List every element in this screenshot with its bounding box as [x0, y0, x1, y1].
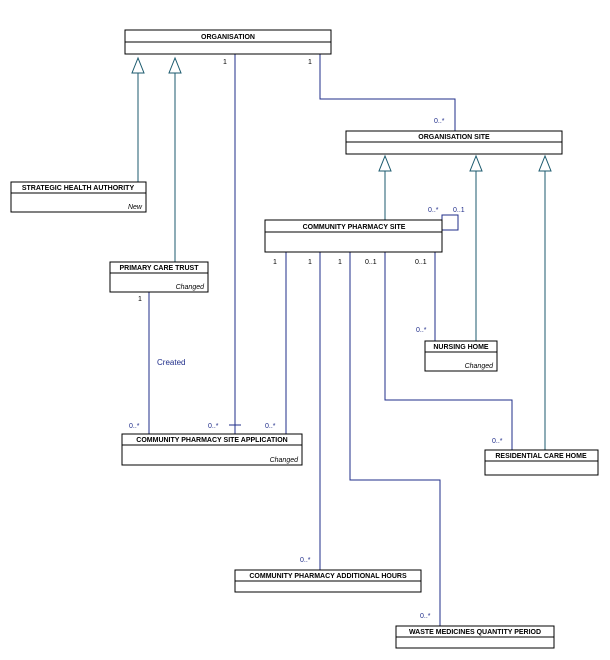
class-name: STRATEGIC HEALTH AUTHORITY: [22, 185, 135, 192]
multiplicity: 0..*: [129, 423, 140, 430]
class-stereotype: New: [128, 204, 143, 211]
generalization-arrowhead: [469, 154, 483, 172]
class-name: COMMUNITY PHARMACY SITE APPLICATION: [136, 437, 287, 444]
class-residential-care-home[interactable]: RESIDENTIAL CARE HOME: [484, 449, 599, 476]
multiplicity: 0..*: [420, 613, 431, 620]
class-primary-care-trust[interactable]: PRIMARY CARE TRUST Changed: [109, 261, 209, 293]
multiplicity: 0..*: [208, 423, 219, 430]
multiplicity: 1: [308, 59, 312, 66]
multiplicity: 0..*: [428, 207, 439, 214]
class-nursing-home[interactable]: NURSING HOME Changed: [424, 340, 498, 372]
class-community-pharmacy-additional-hours[interactable]: COMMUNITY PHARMACY ADDITIONAL HOURS: [234, 569, 422, 593]
class-stereotype: Changed: [465, 363, 495, 370]
generalization-arrowhead: [538, 154, 552, 172]
class-name: RESIDENTIAL CARE HOME: [495, 453, 587, 460]
multiplicity: 0..*: [265, 423, 276, 430]
multiplicity: 1: [273, 259, 277, 266]
association-label: Created: [157, 358, 185, 367]
class-name: PRIMARY CARE TRUST: [120, 265, 200, 272]
class-name: WASTE MEDICINES QUANTITY PERIOD: [409, 629, 541, 636]
multiplicity: 0..1: [415, 259, 427, 266]
multiplicity: 0..*: [434, 118, 445, 125]
class-name: ORGANISATION SITE: [418, 134, 490, 141]
association-cps-self: [441, 214, 459, 231]
class-strategic-health-authority[interactable]: STRATEGIC HEALTH AUTHORITY New: [10, 181, 147, 213]
multiplicity: 0..*: [492, 438, 503, 445]
class-stereotype: Changed: [270, 457, 300, 464]
generalization-arrowhead: [378, 154, 392, 172]
class-community-pharmacy-site[interactable]: COMMUNITY PHARMACY SITE: [264, 219, 443, 253]
class-name: COMMUNITY PHARMACY SITE: [303, 224, 406, 231]
class-organisation-site[interactable]: ORGANISATION SITE: [345, 130, 563, 155]
multiplicity: 0..1: [365, 259, 377, 266]
class-name: NURSING HOME: [433, 344, 489, 351]
multiplicity: 0..*: [416, 327, 427, 334]
class-name: ORGANISATION: [201, 34, 255, 41]
multiplicity: 1: [138, 296, 142, 303]
association-cps-to-waste-medicines: [349, 252, 441, 626]
association-organisation-to-site: [319, 54, 456, 131]
multiplicity: 1: [223, 59, 227, 66]
association-cps-to-residential-care-home: [384, 252, 513, 450]
generalization-arrowhead: [168, 56, 182, 74]
generalization-arrowhead: [131, 56, 145, 74]
class-name: COMMUNITY PHARMACY ADDITIONAL HOURS: [249, 573, 407, 580]
class-organisation[interactable]: ORGANISATION: [124, 29, 332, 55]
class-waste-medicines-quantity-period[interactable]: WASTE MEDICINES QUANTITY PERIOD: [395, 625, 555, 649]
class-community-pharmacy-site-application[interactable]: COMMUNITY PHARMACY SITE APPLICATION Chan…: [121, 433, 303, 466]
multiplicity: 1: [338, 259, 342, 266]
multiplicity: 1: [308, 259, 312, 266]
multiplicity: 0..1: [453, 207, 465, 214]
class-stereotype: Changed: [176, 284, 206, 291]
multiplicity: 0..*: [300, 557, 311, 564]
